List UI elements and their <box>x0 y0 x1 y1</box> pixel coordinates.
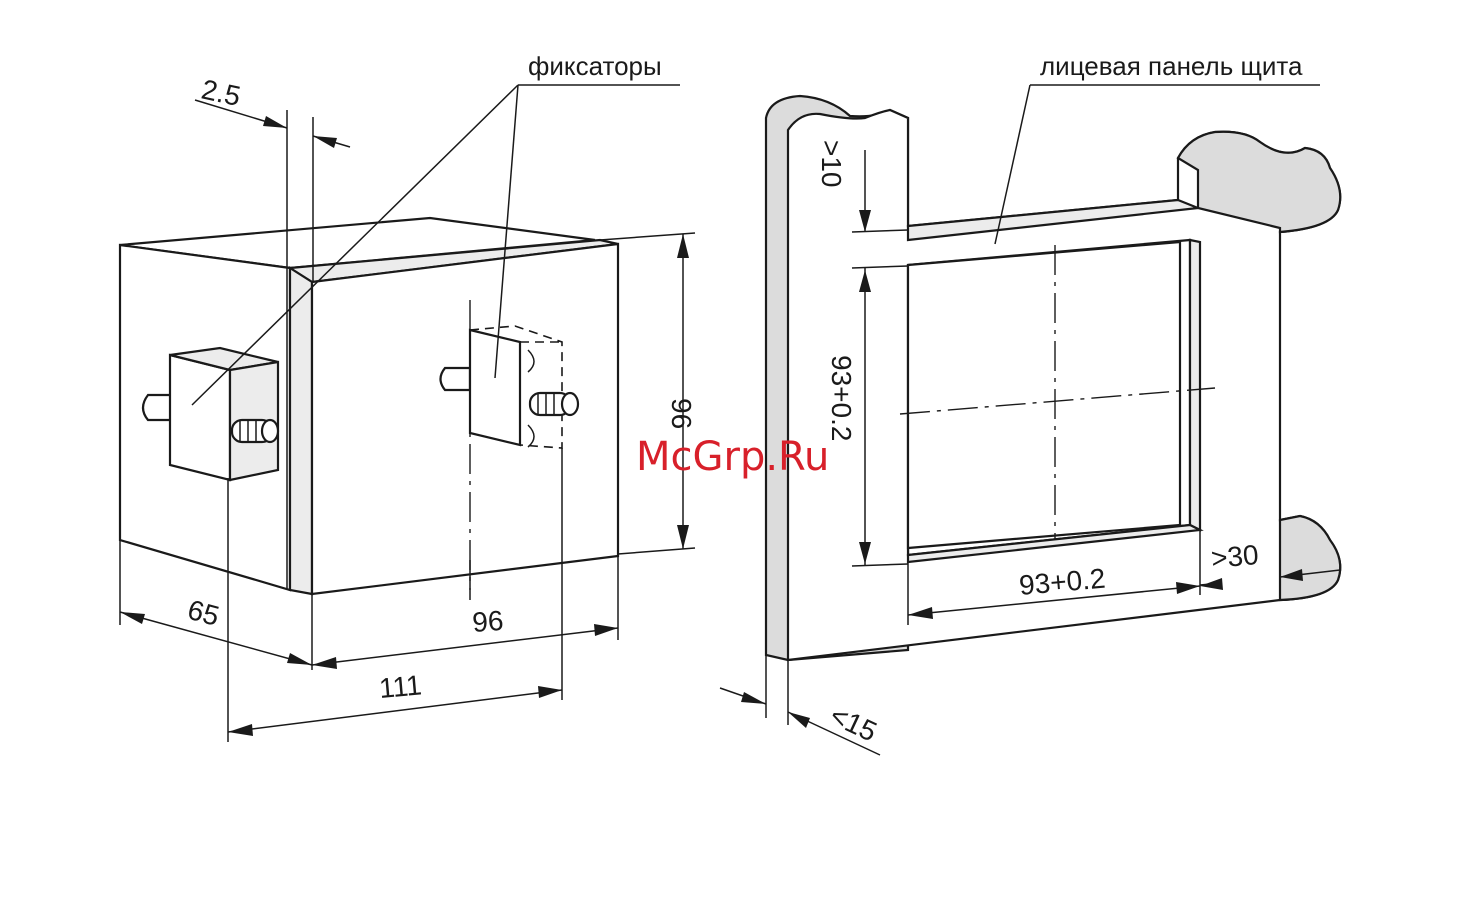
latches-label: фиксаторы <box>528 51 662 81</box>
dim-65-label: 65 <box>184 594 222 632</box>
dim-2-5-label: 2.5 <box>199 74 244 112</box>
bezel-side-edge <box>290 268 312 594</box>
watermark: McGrp.Ru <box>636 434 829 480</box>
bezel-front-face <box>312 244 618 594</box>
front-panel-label: лицевая панель щита <box>1040 51 1303 81</box>
instrument-housing <box>120 218 618 600</box>
dim-93-vertical-label: 93+0.2 <box>826 355 857 441</box>
dim-96-height-label: 96 <box>666 398 697 429</box>
dim-111-label: 111 <box>378 669 423 704</box>
dim-gt-10-label: >10 <box>816 140 847 188</box>
cutout-window <box>908 242 1180 548</box>
dim-gt-30-label: >30 <box>1210 539 1260 574</box>
latch-left-block <box>170 355 230 480</box>
latch-right-block <box>470 330 520 445</box>
dim-96-width-label: 96 <box>471 605 504 638</box>
dim-lt-15-label: <15 <box>825 699 881 747</box>
